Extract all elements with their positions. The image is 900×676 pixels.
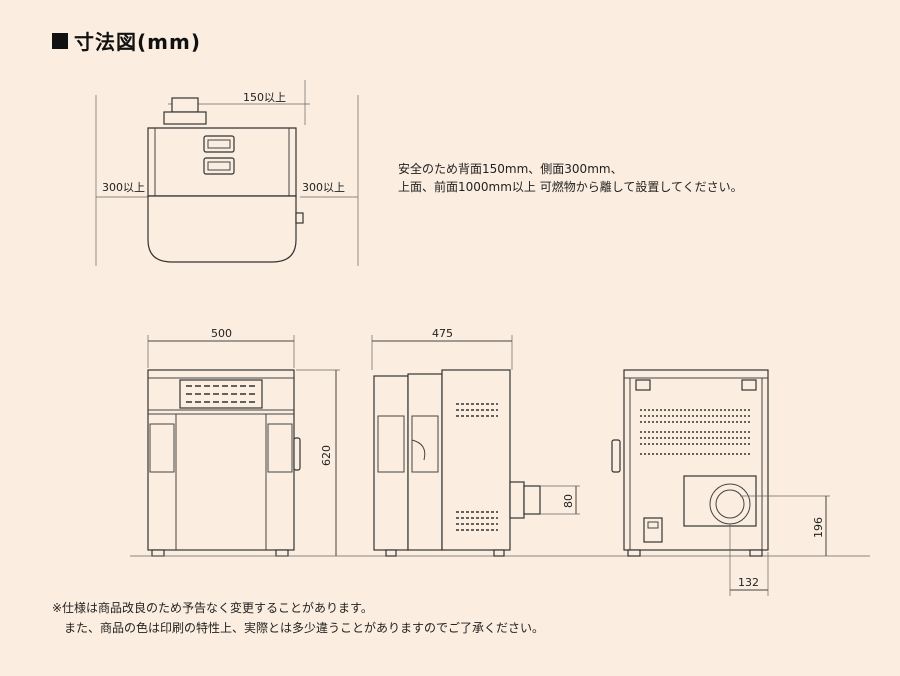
safety-note-line-2: 上面、前面1000mm以上 可燃物から離して設置してください。 xyxy=(398,180,743,194)
rear-view: 196 132 xyxy=(611,369,830,596)
flue-height-label: 196 xyxy=(812,517,825,538)
footer-disclaimer: ※仕様は商品改良のため予告なく変更することがあります。 また、商品の色は印刷の特… xyxy=(52,598,544,638)
safety-note: 安全のため背面150mm、側面300mm、 上面、前面1000mm以上 可燃物か… xyxy=(398,160,743,196)
page-title: 寸法図(mm) xyxy=(52,26,201,55)
top-view: 150以上 300以上 300以上 xyxy=(95,80,359,266)
safety-note-line-1: 安全のため背面150mm、側面300mm、 xyxy=(398,162,623,176)
depth-dimension-label: 475 xyxy=(432,327,453,340)
page-title-text: 寸法図(mm) xyxy=(74,30,201,54)
back-clearance-label: 150以上 xyxy=(243,91,286,104)
front-view: 500 620 xyxy=(147,327,340,557)
footer-line-2: また、商品の色は印刷の特性上、実際とは多少違うことがありますのでご了承ください。 xyxy=(64,621,545,635)
side-view: 475 80 xyxy=(371,327,580,557)
right-clearance-label: 300以上 xyxy=(302,181,345,194)
flue-diameter-label: 80 xyxy=(562,494,575,508)
footer-line-1: ※仕様は商品改良のため予告なく変更することがあります。 xyxy=(52,601,373,615)
left-clearance-label: 300以上 xyxy=(102,181,145,194)
width-dimension-label: 500 xyxy=(211,327,232,340)
flue-offset-label: 132 xyxy=(738,576,759,589)
title-square-icon xyxy=(52,32,68,49)
height-dimension-label: 620 xyxy=(320,445,333,466)
